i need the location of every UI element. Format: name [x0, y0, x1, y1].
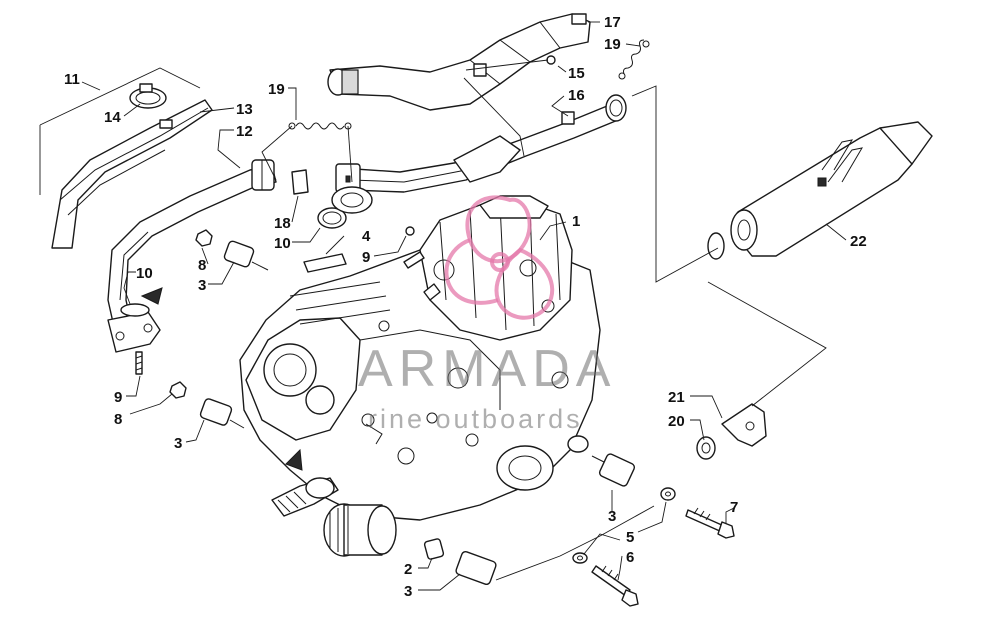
bolt-7 [685, 507, 735, 539]
callout-2: 2 [404, 561, 412, 578]
engine-mount-upper [223, 240, 269, 271]
engine-mount-lower [455, 550, 497, 586]
callout-12: 12 [236, 123, 253, 140]
callout-11: 11 [64, 71, 80, 88]
heat-shield [51, 99, 213, 249]
callout-22: 22 [850, 233, 867, 250]
callout-21: 21 [668, 389, 685, 406]
bolt-6 [591, 565, 639, 607]
label-plate [303, 253, 347, 273]
engine-mount-right [591, 453, 636, 487]
grommet [696, 436, 716, 460]
callout-9-left: 9 [114, 389, 122, 406]
gasket-ring-mid [317, 207, 347, 229]
callout-19-left: 19 [268, 81, 285, 98]
watermark-brand: ARMADA [358, 340, 616, 398]
callout-10-left: 10 [136, 265, 153, 282]
leader-lines [81, 21, 847, 591]
washer-lower [572, 552, 588, 564]
callout-1: 1 [572, 213, 580, 230]
arrow-left [140, 287, 163, 305]
muffler-bracket [721, 403, 767, 447]
watermark: ARMADA rine outboards [358, 195, 616, 434]
nut-8-upper [195, 229, 213, 247]
nut-8-lower [169, 381, 187, 399]
callout-3-upper: 3 [198, 277, 206, 294]
callout-9-mid: 9 [362, 249, 370, 266]
callout-10-mid: 10 [274, 235, 291, 252]
watermark-logo [444, 195, 555, 320]
washer-right [660, 487, 676, 501]
callout-8-upper: 8 [198, 257, 206, 274]
callout-7: 7 [730, 499, 738, 516]
callout-3-left: 3 [174, 435, 182, 452]
callout-20: 20 [668, 413, 685, 430]
callout-18: 18 [274, 215, 291, 232]
seal [291, 169, 309, 195]
callout-17: 17 [604, 14, 621, 31]
callout-3-lower: 3 [404, 583, 412, 600]
gasket-ring-left [120, 303, 150, 317]
callout-15: 15 [568, 65, 585, 82]
catalyst-pipe [327, 13, 591, 183]
callout-8-lower: 8 [114, 411, 122, 428]
callout-6: 6 [626, 549, 634, 566]
spring-left [288, 122, 352, 130]
spacer-2 [423, 538, 445, 560]
hose-clamp [129, 83, 167, 109]
arrow-bottom [285, 448, 303, 471]
callout-19-right: 19 [604, 36, 621, 53]
nut-9-mid [405, 226, 415, 236]
engine-mount-left [199, 398, 245, 429]
callout-4: 4 [362, 228, 371, 245]
kit-bracket-11 [39, 67, 201, 195]
watermark-subtitle: rine outboards [368, 404, 583, 434]
muffler-clamp [707, 232, 725, 260]
callout-labels: 1 2 3 3 3 3 4 5 6 7 8 8 9 9 10 10 11 12 … [64, 14, 867, 600]
callout-14: 14 [104, 109, 121, 126]
spring-right [618, 39, 650, 80]
nut-15 [546, 55, 556, 65]
callout-3-right: 3 [608, 508, 616, 525]
callout-5: 5 [626, 529, 634, 546]
stud-left [135, 351, 143, 375]
callout-13: 13 [236, 101, 253, 118]
callout-16: 16 [568, 87, 585, 104]
muffler [730, 121, 933, 257]
